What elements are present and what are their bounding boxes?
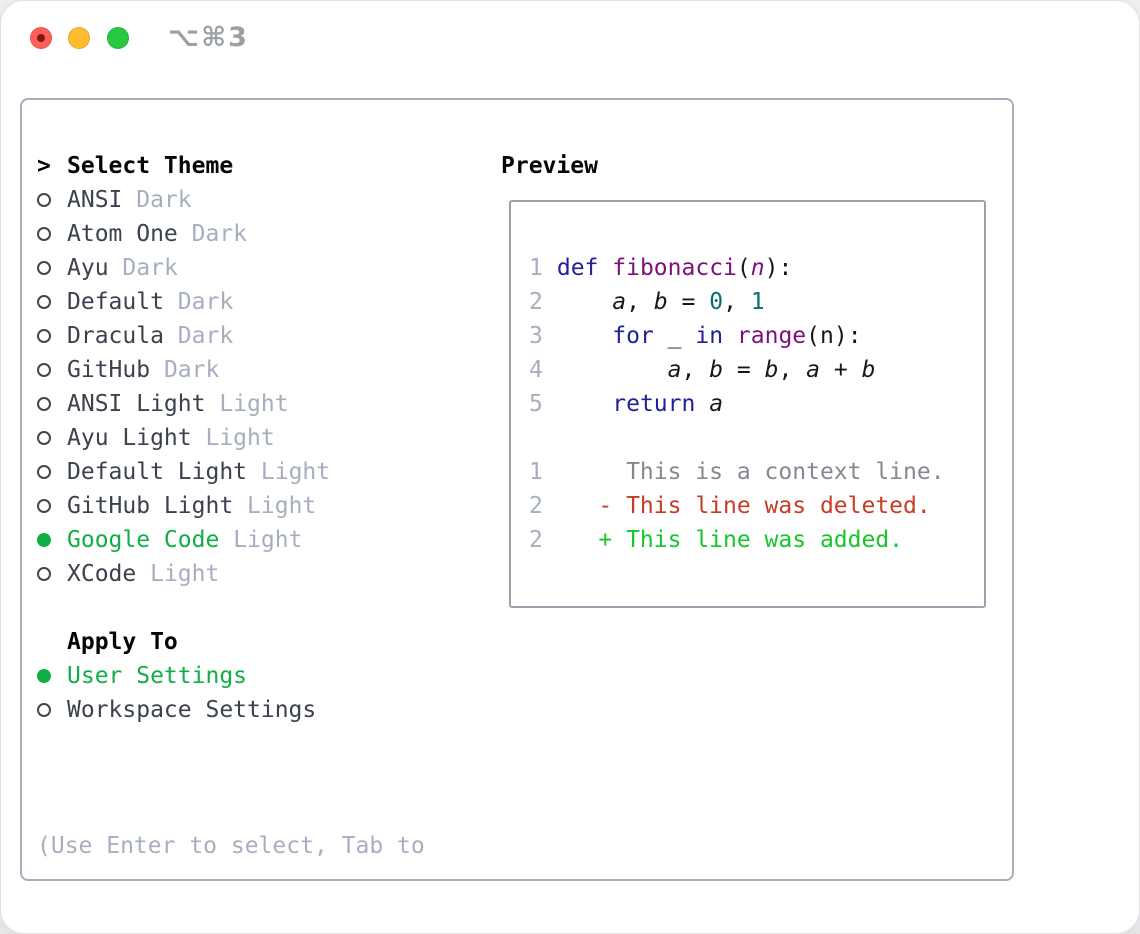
hint-text: (Use Enter to select, Tab to change focu… [37, 761, 425, 933]
option-ayu-light[interactable]: Ayu Light Light [37, 421, 425, 455]
radio-icon [37, 431, 67, 445]
option-label: Default Light Light [67, 459, 331, 485]
radio-icon [37, 397, 67, 411]
radio-icon [37, 363, 67, 377]
select-theme-title: Select Theme [67, 153, 234, 179]
code-line: 2 a, b = 0, 1 [529, 285, 984, 319]
maximize-button[interactable] [107, 27, 129, 49]
option-label: Ayu Light Light [67, 425, 275, 451]
option-default-light[interactable]: Default Light Light [37, 455, 425, 489]
radio-icon [37, 703, 67, 717]
variant-label: Dark [163, 357, 220, 383]
option-xcode[interactable]: XCode Light [37, 557, 425, 591]
radio-icon [37, 465, 67, 479]
code-line: 1 def fibonacci(n): [529, 251, 984, 285]
variant-label: Dark [122, 255, 178, 281]
line-number: 2 [529, 289, 543, 315]
option-label: Ayu Dark [67, 255, 178, 281]
option-label: Atom One Dark [67, 221, 248, 247]
radio-selected-icon [37, 533, 67, 547]
line-number: 1 [529, 255, 543, 281]
radio-icon [37, 227, 67, 241]
hint-line-1: (Use Enter to select, Tab to [37, 833, 425, 859]
option-label: Dracula Dark [67, 323, 234, 349]
titlebar: ⌥⌘3 [1, 1, 1139, 75]
variant-label: Light [233, 527, 303, 553]
variant-label: Light [219, 391, 289, 417]
option-atom-one[interactable]: Atom One Dark [37, 217, 425, 251]
variant-label: Dark [191, 221, 248, 247]
diff-line: 2 - This line was deleted. [529, 489, 984, 523]
variant-label: Light [247, 493, 317, 519]
option-label: XCode Light [67, 561, 220, 587]
apply-to-header: Apply To [37, 625, 425, 659]
line-number: 4 [529, 357, 543, 383]
option-label: GitHub Light Light [67, 493, 317, 519]
option-github[interactable]: GitHub Dark [37, 353, 425, 387]
spacer [37, 591, 425, 625]
radio-icon [37, 295, 67, 309]
option-ayu[interactable]: Ayu Dark [37, 251, 425, 285]
minimize-button[interactable] [68, 27, 90, 49]
variant-label: Dark [177, 289, 234, 315]
radio-icon [37, 329, 67, 343]
option-label: User Settings [67, 663, 248, 689]
option-workspace-settings[interactable]: Workspace Settings [37, 693, 425, 727]
select-theme-header: > Select Theme [37, 149, 425, 183]
line-number: 5 [529, 391, 543, 417]
line-number: 1 [529, 459, 543, 485]
diff-line: 1 This is a context line. [529, 455, 984, 489]
apply-to-title: Apply To [67, 629, 178, 655]
option-ansi[interactable]: ANSI Dark [37, 183, 425, 217]
option-label: Google Code Light [67, 527, 303, 553]
option-label: Workspace Settings [67, 697, 317, 723]
diff-line: 2 + This line was added. [529, 523, 984, 557]
option-user-settings[interactable]: User Settings [37, 659, 425, 693]
radio-icon [37, 193, 67, 207]
option-default[interactable]: Default Dark [37, 285, 425, 319]
line-number: 2 [529, 527, 543, 553]
variant-label: Light [260, 459, 331, 485]
unsaved-changes-dot-icon [37, 34, 45, 42]
line-number: 3 [529, 323, 543, 349]
line-number: 2 [529, 493, 543, 519]
option-label: ANSI Dark [67, 187, 192, 213]
variant-label: Light [150, 561, 220, 587]
radio-selected-icon [37, 669, 67, 683]
preview-title: Preview [501, 153, 598, 179]
variant-label: Dark [136, 187, 192, 213]
variant-label: Dark [177, 323, 234, 349]
diff-preview: 1 This is a context line.2 - This line w… [529, 455, 984, 557]
radio-icon [37, 261, 67, 275]
blank-line [529, 421, 984, 455]
option-label: Default Dark [67, 289, 234, 315]
variant-label: Light [205, 425, 275, 451]
spacer [37, 727, 425, 761]
option-ansi-light[interactable]: ANSI Light Light [37, 387, 425, 421]
radio-icon [37, 499, 67, 513]
option-label: GitHub Dark [67, 357, 220, 383]
option-dracula[interactable]: Dracula Dark [37, 319, 425, 353]
radio-icon [37, 567, 67, 581]
option-label: ANSI Light Light [67, 391, 289, 417]
close-button[interactable] [30, 27, 52, 49]
code-line: 5 return a [529, 387, 984, 421]
code-line: 3 for _ in range(n): [529, 319, 984, 353]
cursor-icon: > [37, 153, 51, 179]
option-google-code[interactable]: Google Code Light [37, 523, 425, 557]
option-github-light[interactable]: GitHub Light Light [37, 489, 425, 523]
window-title: ⌥⌘3 [168, 22, 249, 53]
code-line: 4 a, b = b, a + b [529, 353, 984, 387]
